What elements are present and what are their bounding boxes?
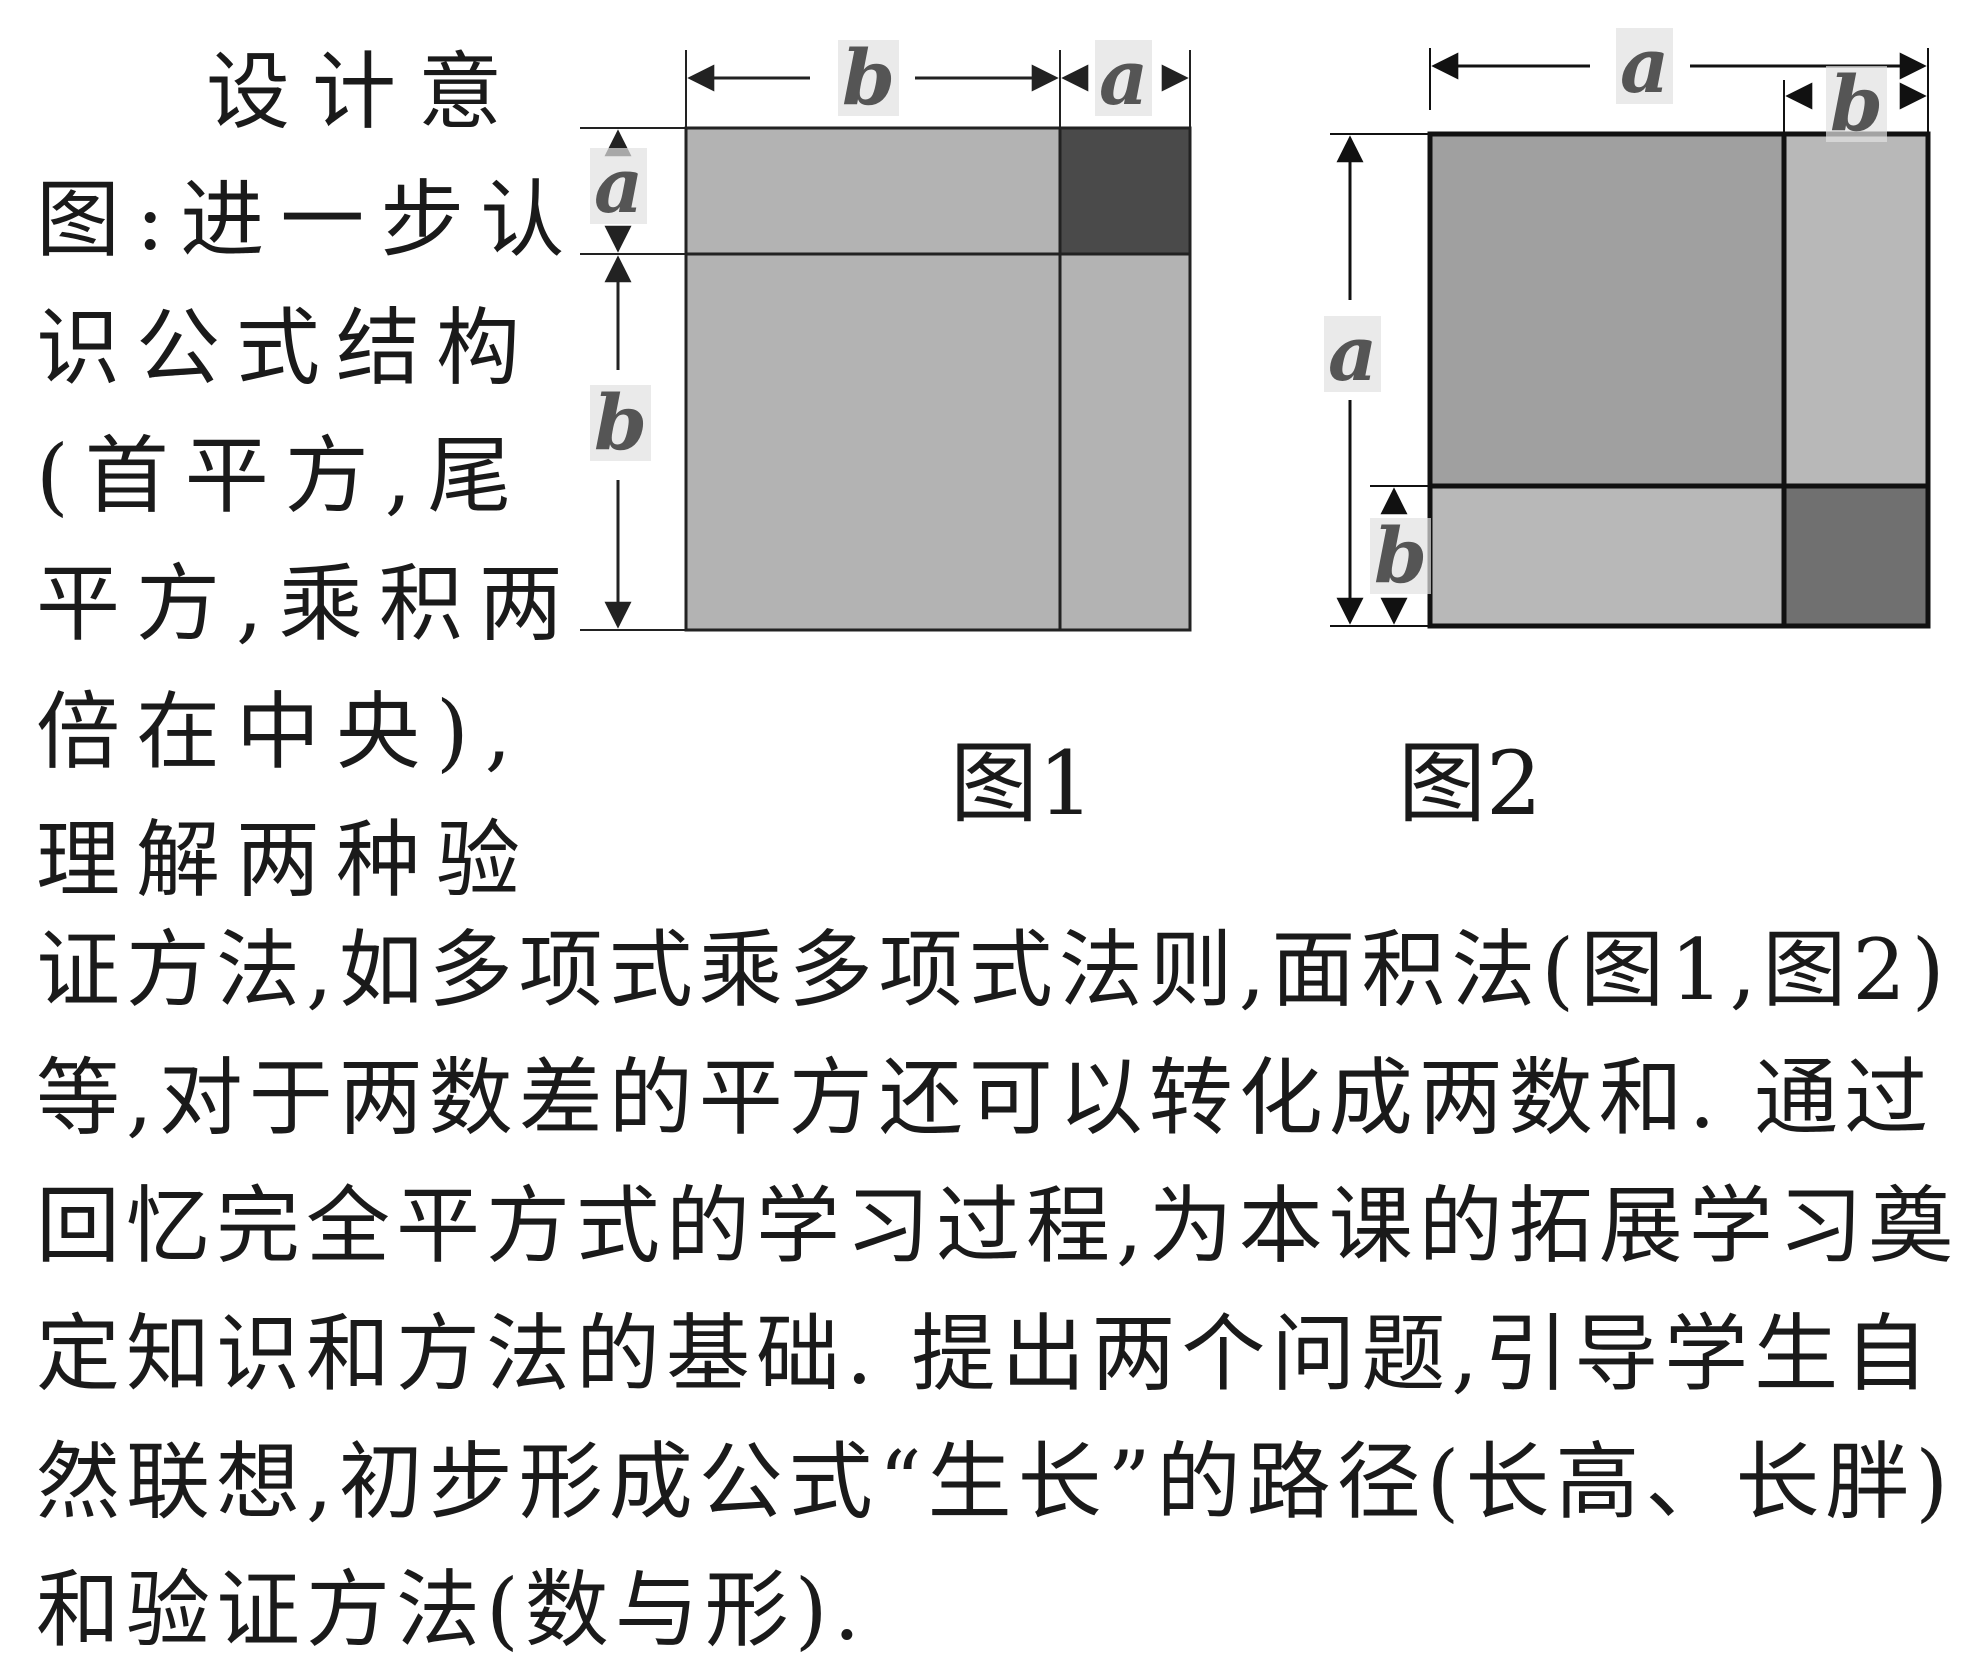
side-text-column: 设计意 图:进一步认 识公式结构 (首平方,尾 平方,乘积两 倍在中央), 理解… xyxy=(36,28,581,924)
figure-2-caption: 图2 xyxy=(1398,732,1542,835)
label-a-left: a xyxy=(1324,316,1382,392)
text-line: 理解两种验 xyxy=(36,811,537,909)
text-line: 回忆完全平方式的学习过程,为本课的拓展学习奠 xyxy=(36,1177,1959,1275)
text-line: 平方,乘积两 xyxy=(36,555,579,653)
rect-ab-bottom xyxy=(1427,483,1787,629)
text-line: 设计意 xyxy=(206,43,525,141)
text-line: 图:进一步认 xyxy=(36,171,581,269)
label-a-top: a xyxy=(1095,40,1153,116)
label-b-top: b xyxy=(838,40,900,116)
rect-ab-right xyxy=(1058,252,1192,632)
label-a-left: a xyxy=(590,148,648,224)
figure-1: b a a b 图1 xyxy=(580,40,1220,828)
figure-2-diagram xyxy=(1330,48,1931,629)
text-line: 然联想,初步形成公式“生长”的路径(长高、长胖) xyxy=(36,1433,1955,1531)
text-line: 等,对于两数差的平方还可以转化成两数和. 通过 xyxy=(36,1049,1935,1147)
text-line: (首平方,尾 xyxy=(36,427,528,525)
figure-1-diagram xyxy=(580,50,1192,632)
rect-ab-right xyxy=(1781,131,1931,489)
text-line: 倍在中央), xyxy=(36,683,528,781)
label-b-left: b xyxy=(590,385,652,461)
text-line: 和验证方法(数与形). xyxy=(36,1561,867,1659)
figure-2: a b a b 图2 xyxy=(1290,28,1950,828)
text-line: 证方法,如多项式乘多项式法则,面积法(图1,图2) xyxy=(36,921,1951,1019)
label-b-top: b xyxy=(1826,66,1888,142)
figure-1-caption: 图1 xyxy=(950,732,1094,835)
label-b-left: b xyxy=(1370,518,1432,594)
text-line: 定知识和方法的基础. 提出两个问题,引导学生自 xyxy=(36,1305,1935,1403)
text-line: 识公式结构 xyxy=(36,299,537,397)
square-a-squared xyxy=(1058,126,1192,256)
main-text-body: 证方法,如多项式乘多项式法则,面积法(图1,图2) 等,对于两数差的平方还可以转… xyxy=(36,906,1959,1674)
square-b-squared xyxy=(1781,483,1931,629)
label-a-top: a xyxy=(1616,28,1674,104)
rect-ab-top xyxy=(684,126,1062,256)
square-a-squared xyxy=(1427,131,1787,489)
square-b-squared xyxy=(684,252,1062,632)
